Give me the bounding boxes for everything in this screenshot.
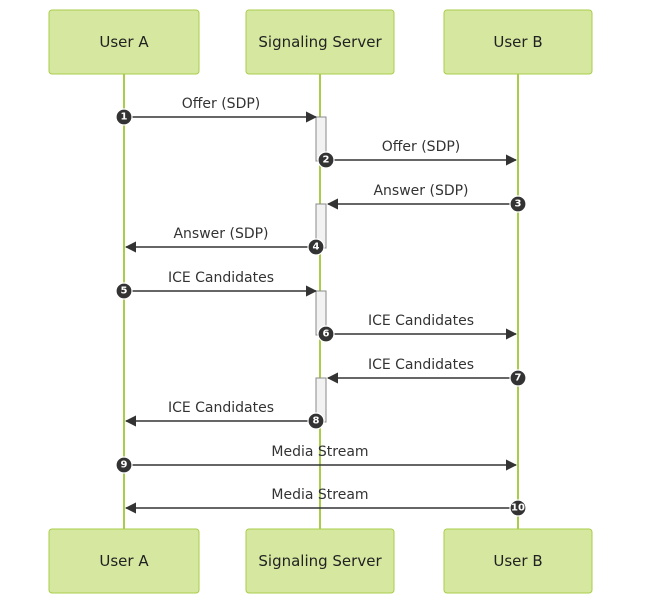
message-label: Answer (SDP) bbox=[173, 226, 268, 242]
sequence-number-badge bbox=[307, 412, 325, 430]
message-3: Answer (SDP) 3 bbox=[326, 183, 527, 213]
message-label: Offer (SDP) bbox=[182, 96, 261, 112]
participant-signaling-server-top: Signaling Server bbox=[245, 9, 395, 75]
message-label: Media Stream bbox=[271, 444, 368, 460]
sequence-number-badge bbox=[307, 238, 325, 256]
participant-user-b-top: User B bbox=[443, 9, 593, 75]
sequence-number: 10 bbox=[511, 503, 525, 514]
sequence-number: 6 bbox=[323, 329, 330, 340]
message-2: Offer (SDP) 2 bbox=[317, 139, 518, 169]
message-4: Answer (SDP) 4 bbox=[124, 226, 325, 256]
participant-label: User A bbox=[99, 33, 149, 51]
sequence-number-badge bbox=[115, 456, 133, 474]
message-10: Media Stream 10 bbox=[124, 487, 527, 517]
message-label: ICE Candidates bbox=[168, 270, 274, 286]
message-label: Media Stream bbox=[271, 487, 368, 503]
sequence-number-badge bbox=[317, 325, 335, 343]
sequence-number: 8 bbox=[313, 416, 320, 427]
message-8: ICE Candidates 8 bbox=[124, 400, 325, 430]
message-1: Offer (SDP) 1 bbox=[115, 96, 318, 126]
sequence-number: 1 bbox=[121, 112, 128, 123]
participant-label: User B bbox=[493, 33, 542, 51]
sequence-number: 5 bbox=[121, 286, 128, 297]
message-label: Offer (SDP) bbox=[382, 139, 461, 155]
sequence-number: 9 bbox=[121, 460, 128, 471]
participant-label: User A bbox=[99, 552, 149, 570]
participant-user-a-bottom: User A bbox=[48, 528, 200, 594]
sequence-number: 2 bbox=[323, 155, 330, 166]
sequence-number-badge bbox=[115, 108, 133, 126]
sequence-number-badge bbox=[509, 499, 527, 517]
sequence-number: 4 bbox=[313, 242, 320, 253]
message-label: ICE Candidates bbox=[168, 400, 274, 416]
sequence-number: 7 bbox=[515, 373, 522, 384]
participant-label: Signaling Server bbox=[258, 33, 382, 51]
sequence-number-badge bbox=[115, 282, 133, 300]
participant-user-b-bottom: User B bbox=[443, 528, 593, 594]
message-5: ICE Candidates 5 bbox=[115, 270, 318, 300]
message-7: ICE Candidates 7 bbox=[326, 357, 527, 387]
message-6: ICE Candidates 6 bbox=[317, 313, 518, 343]
message-label: ICE Candidates bbox=[368, 313, 474, 329]
message-label: ICE Candidates bbox=[368, 357, 474, 373]
sequence-number: 3 bbox=[515, 199, 522, 210]
sequence-number-badge bbox=[509, 369, 527, 387]
participant-label: Signaling Server bbox=[258, 552, 382, 570]
message-label: Answer (SDP) bbox=[373, 183, 468, 199]
participant-signaling-server-bottom: Signaling Server bbox=[245, 528, 395, 594]
message-9: Media Stream 9 bbox=[115, 444, 518, 474]
participant-label: User B bbox=[493, 552, 542, 570]
participant-user-a-top: User A bbox=[48, 9, 200, 75]
sequence-number-badge bbox=[317, 151, 335, 169]
sequence-number-badge bbox=[509, 195, 527, 213]
